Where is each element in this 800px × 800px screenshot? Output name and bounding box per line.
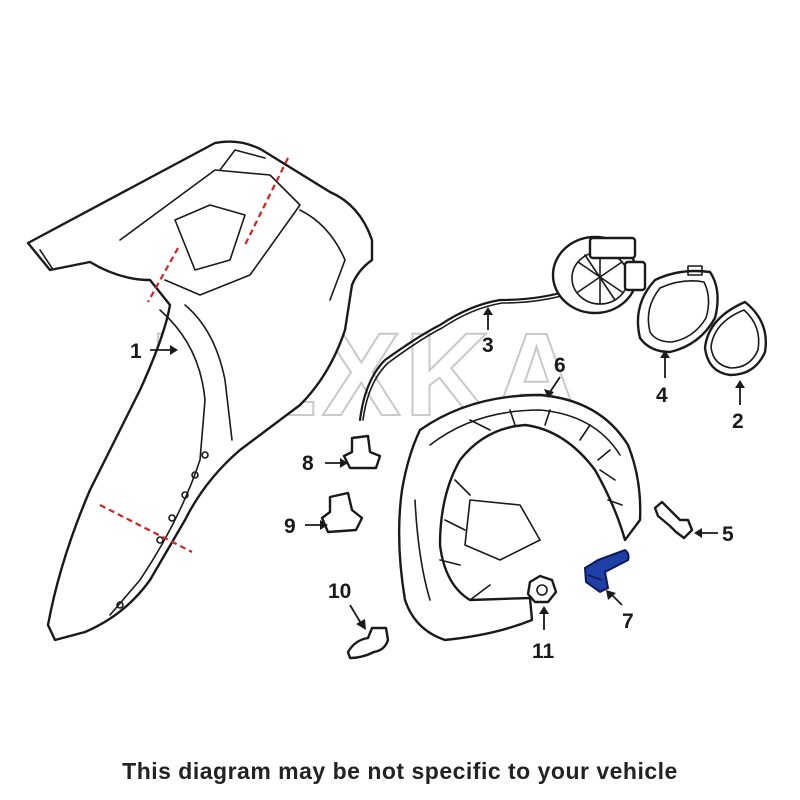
callout-9: 9 <box>284 515 296 538</box>
callout-5: 5 <box>722 523 734 546</box>
callout-leaders <box>150 307 745 630</box>
callout-10: 10 <box>328 580 351 603</box>
callout-7: 7 <box>622 610 634 633</box>
disclaimer-text: This diagram may be not specific to your… <box>122 758 678 784</box>
fuel-door-housing-part <box>551 235 647 315</box>
cut-lines <box>99 157 289 553</box>
quarter-panel-part <box>26 140 374 642</box>
callout-4: 4 <box>656 384 668 407</box>
callout-6: 6 <box>554 354 566 377</box>
clip-part-9 <box>320 491 364 534</box>
stud-part-5 <box>653 500 694 540</box>
callout-8: 8 <box>302 452 314 475</box>
callout-numbers: 1 3 4 2 6 8 9 10 11 5 7 <box>130 334 744 663</box>
fuel-door-part <box>636 265 719 354</box>
callout-11: 11 <box>532 640 555 663</box>
callout-1: 1 <box>130 340 142 363</box>
wheelhouse-liner-part <box>397 393 642 642</box>
gasket-part <box>703 300 767 377</box>
parts-diagram: REXKA <box>26 140 767 663</box>
clip-part-8 <box>342 434 382 470</box>
callout-2: 2 <box>732 410 744 433</box>
callout-3: 3 <box>482 334 494 357</box>
pushpin-part-10 <box>346 626 390 660</box>
bolt-part-7 <box>583 548 630 594</box>
fuel-door-cable-part <box>358 288 573 422</box>
nut-part-11 <box>526 574 558 604</box>
